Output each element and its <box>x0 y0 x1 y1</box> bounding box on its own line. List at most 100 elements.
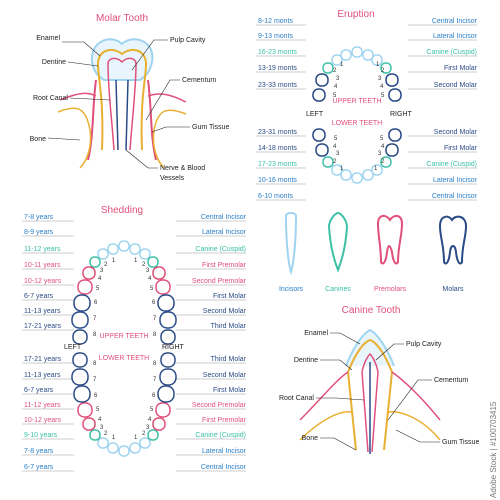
molar-root-canal <box>115 79 129 151</box>
shedding-lower-age: 6-7 years <box>24 387 54 394</box>
canine-label-lines <box>316 332 440 451</box>
eruption-tooth-number: 1 <box>374 166 378 172</box>
shedding-right-label: RIGHT <box>162 344 185 351</box>
canine-label-enamel: Enamel <box>304 330 328 337</box>
shedding-tooth <box>152 417 166 431</box>
shedding-lower-age: 6-7 years <box>24 464 54 471</box>
eruption-title: Eruption <box>337 9 374 20</box>
shedding-upper-age: 17-21 years <box>24 323 61 330</box>
shedding-tooth <box>107 243 119 255</box>
canine-label-pulp-cavity: Pulp Cavity <box>406 341 442 348</box>
shedding-upper-tooth-name: Third Molar <box>211 323 247 330</box>
eruption-tooth-number: 4 <box>381 144 385 150</box>
shedding-tooth <box>159 311 177 329</box>
eruption-tooth-number: 3 <box>336 151 340 157</box>
shedding-tooth <box>89 256 101 268</box>
eruption-tooth-number: 5 <box>333 93 337 99</box>
eruption-lower-age: 23-31 monts <box>258 129 297 136</box>
shedding-tooth <box>129 243 141 255</box>
eruption-lower-tooth-name: Second Molar <box>434 129 478 136</box>
canine-label-cementum: Cementum <box>434 377 468 384</box>
molar-label-dentine: Dentine <box>42 59 66 66</box>
eruption-tooth-number: 3 <box>378 151 382 157</box>
shedding-lower-tooth-name: First Premolar <box>202 417 247 424</box>
shedding-tooth-number: 8 <box>93 332 97 338</box>
shedding-tooth <box>89 429 101 441</box>
shedding-tooth <box>147 429 159 441</box>
eruption-tooth <box>385 73 399 87</box>
shedding-tooth-number: 3 <box>146 425 150 431</box>
eruption-tooth-number: 4 <box>334 84 338 90</box>
eruption-tooth-number: 1 <box>340 62 344 68</box>
eruption-tooth-number: 3 <box>336 76 340 82</box>
eruption-tooth-number: 4 <box>380 84 384 90</box>
molar-dentine <box>97 48 148 151</box>
eruption-right-label: RIGHT <box>390 111 413 118</box>
shedding-upper-age: 10-12 years <box>24 278 61 285</box>
eruption-tooth-number: 1 <box>376 62 380 68</box>
shedding-tooth-number: 5 <box>150 286 154 292</box>
shedding-upper-tooth-name: Lateral Incisor <box>202 229 247 236</box>
shedding-tooth-number: 6 <box>94 393 98 399</box>
molar-label-nerve-2: Vessels <box>160 175 185 182</box>
watermark-text: Adobe Stock | #100703415 <box>489 401 498 498</box>
shedding-title: Shedding <box>101 205 143 216</box>
shedding-tooth-number: 3 <box>100 268 104 274</box>
shedding-tooth <box>97 437 109 449</box>
shedding-tooth-number: 1 <box>134 258 138 264</box>
shedding-tooth-number: 6 <box>152 300 156 306</box>
eruption-lower-tooth-name: Central Incisor <box>432 193 478 200</box>
shedding-upper-age: 6-7 years <box>24 293 54 300</box>
eruption-tooth-number: 3 <box>378 76 382 82</box>
shedding-left-label: LEFT <box>64 344 82 351</box>
canine-enamel <box>345 328 395 367</box>
eruption-tooth <box>371 164 383 176</box>
molar-label-nerve-1: Nerve & Blood <box>160 165 205 172</box>
shedding-tooth <box>157 385 175 403</box>
eruption-tooth <box>340 169 352 181</box>
molar-title: Molar Tooth <box>96 13 148 24</box>
shedding-lower-tooth-name: Third Molar <box>211 356 247 363</box>
shedding-tooth <box>147 256 159 268</box>
molars-label: Molars <box>442 286 464 293</box>
shedding-upper-tooth-name: First Premolar <box>202 262 247 269</box>
eruption-tooth <box>315 143 329 157</box>
watermark: Adobe Stock | #100703415 <box>486 330 500 500</box>
shedding-tooth-number: 6 <box>152 393 156 399</box>
shedding-upper-age: 11-12 years <box>24 246 61 253</box>
shedding-lower-tooth-name: Central Incisor <box>201 464 247 471</box>
shedding-tooth <box>77 279 93 295</box>
canine-label-gum-tissue: Gum Tissue <box>442 439 479 446</box>
shedding-lower-tooth-name: Canine (Cuspid) <box>195 432 246 439</box>
eruption-upper-age: 23-33 monts <box>258 82 297 89</box>
shedding-lower-tooth-name: Second Premolar <box>192 402 247 409</box>
eruption-tooth <box>371 54 383 66</box>
eruption-upper-tooth-name: Canine (Cuspid) <box>426 49 477 56</box>
shedding-tooth <box>107 442 119 454</box>
canine-label-bone: Bone <box>302 435 318 442</box>
shedding-tooth-number: 7 <box>153 377 157 383</box>
shedding-tooth <box>73 294 91 312</box>
shedding-lower-age: 11-13 years <box>24 372 61 379</box>
shedding-tooth <box>82 266 96 280</box>
shedding-tooth-number: 8 <box>153 332 157 338</box>
eruption-tooth <box>380 156 392 168</box>
eruption-tooth-number: 1 <box>340 166 344 172</box>
eruption-tooth <box>312 88 326 102</box>
shedding-tooth <box>160 352 176 368</box>
molar-bone <box>57 107 187 169</box>
shedding-tooth-number: 2 <box>104 262 108 268</box>
shedding-tooth <box>157 294 175 312</box>
eruption-tooth <box>362 49 374 61</box>
shedding-tooth-number: 2 <box>104 431 108 437</box>
shedding-tooth-number: 3 <box>146 268 150 274</box>
eruption-tooth <box>388 128 402 142</box>
shedding-upper-tooth-name: Central Incisor <box>201 214 247 221</box>
shedding-upper-age: 11-13 years <box>24 308 61 315</box>
eruption-tooth <box>331 54 343 66</box>
